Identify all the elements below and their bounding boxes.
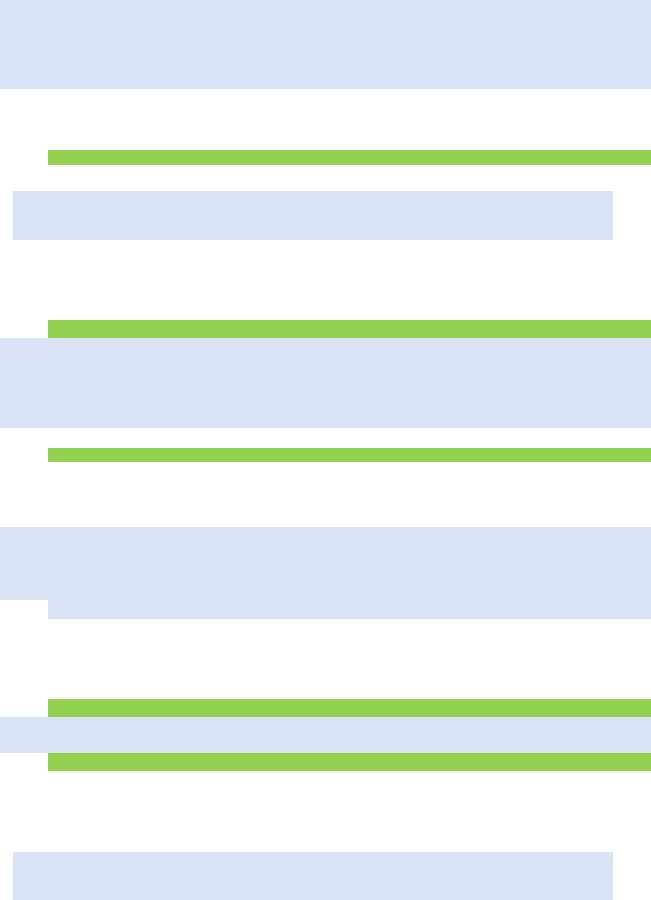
green-bar-5 xyxy=(48,753,651,771)
blue-block-2 xyxy=(13,191,613,240)
blue-block-4 xyxy=(0,527,651,600)
green-bar-3 xyxy=(48,448,651,462)
blue-block-6 xyxy=(13,852,613,900)
blue-block-3 xyxy=(0,338,651,428)
blue-block-1 xyxy=(0,0,651,89)
green-bar-2 xyxy=(48,320,651,338)
blue-block-5 xyxy=(0,717,651,753)
green-bar-1 xyxy=(48,150,651,165)
green-bar-4 xyxy=(48,699,651,717)
blue-block-4-tail xyxy=(48,600,651,619)
